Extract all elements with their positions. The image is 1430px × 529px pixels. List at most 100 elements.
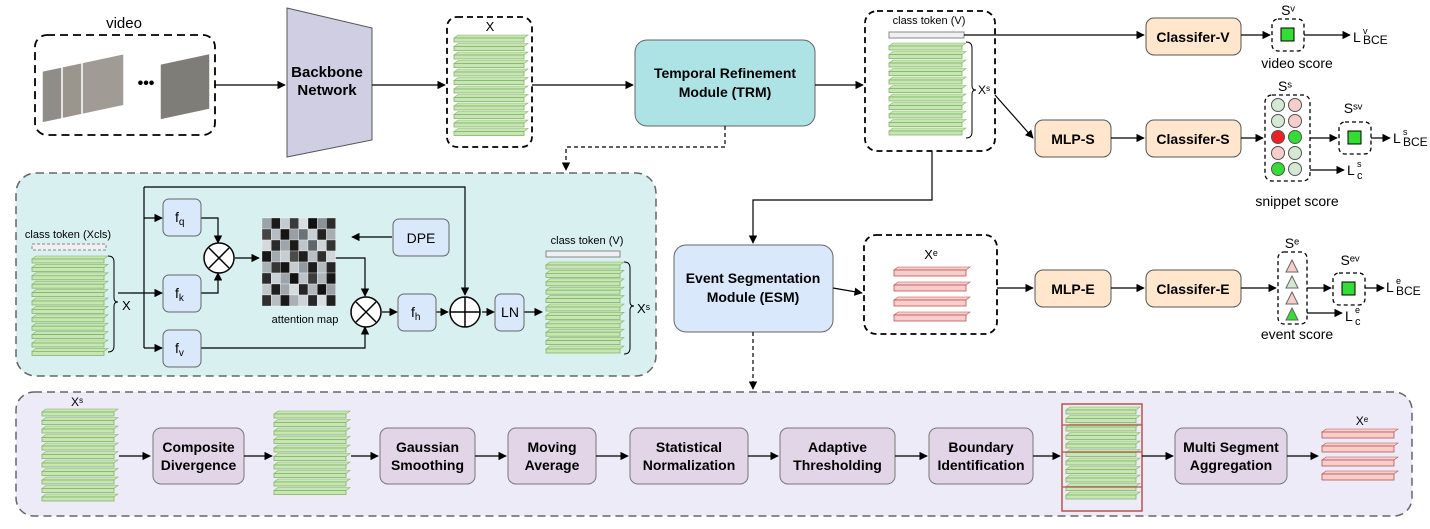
snippet-score-circle [1288,146,1302,160]
feature-bar [273,473,347,478]
feature-bar-top [31,339,109,344]
feature-bar [273,430,347,436]
xs-brace [965,41,977,139]
backbone-network-block [286,7,373,158]
feature-bar [1321,445,1395,453]
feature-bar-top [41,417,119,421]
feature-bar [453,122,525,128]
xs-label: Xˢ [978,83,990,97]
feature-bar-top [888,119,967,123]
feature-bar-top [273,453,351,457]
feature-bar-top [545,328,625,333]
feature-bar [888,96,963,102]
feature-bar-top [545,270,625,274]
attention-cell [317,228,327,241]
snippet-score-circle [1271,162,1285,176]
feature-bar-top [273,419,351,423]
esm-pipeline-steps: CompositeDivergenceGaussianSmoothingMovi… [152,427,1288,485]
feature-bar [31,258,105,264]
attention-cell [326,261,336,274]
snippet-score-circle [1271,146,1285,160]
esm-input-bars [41,408,119,502]
esm-step-label: Moving [528,439,577,455]
snippet-score-circle [1271,130,1285,144]
feature-bar [41,462,115,468]
feature-bar [888,79,963,85]
trm-token-in-label: class token (Xcls) [25,229,111,241]
feature-bar [1065,452,1137,457]
attention-cell [298,239,309,252]
feature-bar-top [888,85,967,89]
feature-bar-top [31,297,109,302]
attention-cell [261,217,272,230]
loss-bce-v: L v BCE [1353,26,1388,47]
attention-cell [271,250,281,263]
classifier-e-label: Classifer-E [1156,281,1229,297]
ln-block [494,293,525,332]
feature-bar-top [545,312,625,316]
attention-cell [261,283,272,296]
feature-bar-top [41,468,119,472]
attention-cell [289,261,299,274]
feature-bar-top [1321,470,1399,475]
fq-block [162,198,202,237]
sv-video-label: Sᵛ [1281,2,1295,18]
feature-bar-top [31,289,109,293]
esm-step-label: Thresholding [793,457,882,473]
feature-bar-top [273,487,351,491]
trm-x-label: X [122,298,131,313]
fv-block [162,329,202,368]
feature-bar-top [1321,456,1399,461]
attention-cell [261,250,272,263]
feature-bar [453,97,525,102]
feature-bar-top [273,427,351,432]
attention-cell [298,250,309,263]
backbone-label-1: Backbone [291,64,363,81]
svg-text:e: e [1355,305,1360,315]
esm-output-bars [1321,428,1399,481]
attention-cell [280,261,290,274]
esm-step-label: Normalization [643,457,736,473]
fq-label: fq [175,209,184,228]
xe-label: Xᵉ [924,247,938,262]
feature-bar [41,428,115,434]
trm-output-bars [545,261,625,354]
trm-xs-out-label: Xˢ [637,301,651,316]
attention-cell [298,272,309,285]
trm-label-1: Temporal Refinement [654,65,796,81]
attention-cell [307,250,318,263]
mlp-e-label: MLP-E [1051,281,1095,297]
attention-cell [298,261,309,274]
classifier-v-label: Classifer-V [1156,29,1230,45]
attention-cell [271,239,281,252]
classifier-s-label: Classifer-S [1156,131,1229,147]
feature-bar-top [453,119,529,124]
feature-bar [888,62,963,68]
feature-bar-top [888,127,967,132]
feature-bar-top [31,255,109,260]
feature-bar [273,447,347,453]
attention-cell [326,294,336,307]
feature-bar [41,437,115,442]
fk-block [162,274,202,313]
snippet-score-circle [1288,130,1302,144]
event-score-triangles [1285,258,1299,321]
feature-bar [545,298,621,304]
video-score-caption: video score [1261,55,1333,71]
event-video-score-cell [1341,281,1356,296]
feature-bar-top [1065,474,1141,479]
feature-bar-top [41,408,119,413]
feature-bar-top [1065,491,1141,496]
esm-boundary-group-frame [1061,403,1143,512]
feature-bar [41,496,115,502]
fk-label: fk [175,285,185,304]
esm-step-box [779,427,896,485]
svg-text:s: s [1357,159,1362,169]
snippet-score-circle [1271,98,1285,112]
event-feature-bars [893,266,971,322]
trm-block [634,39,816,127]
attention-cell [261,261,272,274]
esm-step-label: Smoothing [391,457,464,473]
attention-cell [271,228,281,241]
